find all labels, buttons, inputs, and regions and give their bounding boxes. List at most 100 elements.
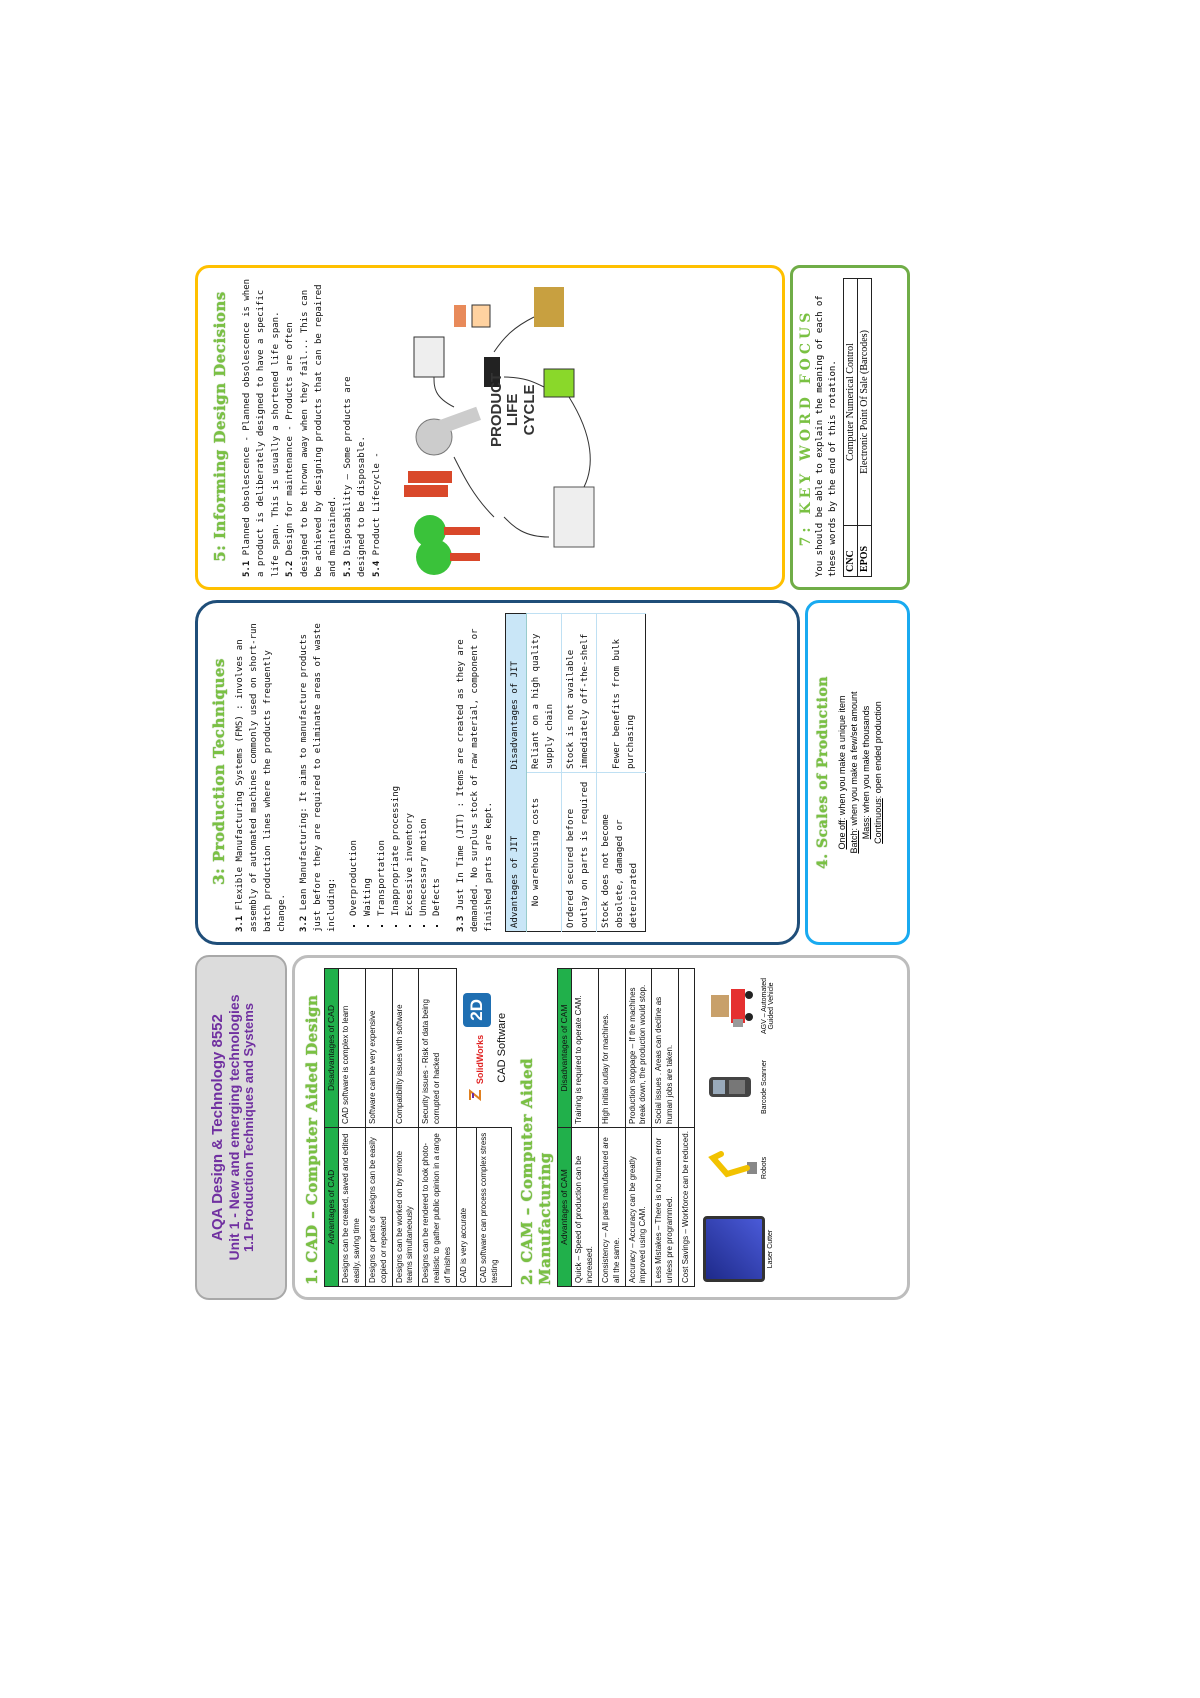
- jit-adv-cell: Ordered secured before outlay on parts i…: [561, 772, 597, 932]
- scales-title: 4. Scales of Production: [815, 676, 831, 869]
- list-item: Excessive inventory: [404, 613, 418, 916]
- robot-arm-icon: [703, 1148, 759, 1188]
- key-word-term: EPOS: [857, 525, 872, 577]
- table-row: CAD is very accurate SolidWorks 2D CAD S…: [456, 969, 508, 1287]
- cad-adv-cell: Designs can be created, saved and edited…: [338, 1127, 366, 1287]
- table-row: Less Mistakes – There is no human error …: [651, 968, 679, 1287]
- cam-section-title: 2. CAM – Computer Aided Manufacturing: [517, 1057, 554, 1285]
- table-row: CNC Computer Numerical Control: [843, 278, 858, 577]
- key-word-term: CNC: [843, 525, 858, 577]
- key-word-definition: Electronic Point Of Sale (Barcodes): [857, 278, 872, 526]
- list-item: Defects: [431, 613, 445, 916]
- scale-item-continuous: Continuous: open ended production: [873, 701, 884, 844]
- production-techniques-panel: 3: Production Techniques 3.1 Flexible Ma…: [195, 600, 800, 945]
- cam-adv-cell: Less Mistakes – There is no human error …: [651, 1127, 679, 1287]
- table-row: Designs can be created, saved and edited…: [338, 968, 366, 1287]
- topic-title: 1.1 Production Techniques and Systems: [241, 1003, 257, 1252]
- cad-adv-header: Advantages of CAD: [324, 1127, 339, 1287]
- table-row: EPOS Electronic Point Of Sale (Barcodes): [857, 278, 872, 577]
- table-row: Quick – Speed of production can be incre…: [571, 968, 599, 1287]
- knowledge-organiser-page: AQA Design & Technology 8552 Unit 1 - Ne…: [195, 265, 910, 1300]
- jit-disadv-cell: Fewer benefits from bulk purchasing: [596, 613, 646, 773]
- cam-disadv-cell: High initial outlay for machines.: [598, 968, 626, 1128]
- cad-cam-panel: 1. CAD – Computer Aided Design Advantage…: [292, 955, 910, 1300]
- jit-paragraph: 3.3 Just In Time (JIT) : Items are creat…: [456, 628, 495, 932]
- barcode-scanner-figure: Barcode Scanner: [703, 1049, 775, 1125]
- cad-disadv-header: Disadvantages of CAD: [324, 968, 339, 1128]
- agv-icon: [703, 981, 759, 1031]
- production-title: 3: Production Techniques: [210, 658, 228, 885]
- cad-disadv-cell: Compatibility issues with software: [392, 968, 419, 1128]
- table-row: Cost Savings – Workforce can be reduced.: [678, 968, 695, 1287]
- informing-design-decisions-panel: 5: Informing Design Decisions 5.1 Planne…: [195, 265, 785, 590]
- jit-adv-header: Advantages of JIT: [505, 772, 527, 932]
- table-row: Stock does not become obsolete, damaged …: [596, 613, 646, 932]
- cam-disadv-cell: Training is required to operate CAM.: [571, 968, 599, 1128]
- table-row: Designs can be worked on by remote teams…: [392, 968, 419, 1287]
- list-item: Transportation: [376, 613, 390, 916]
- cam-adv-cell: Accuracy – Accuracy can be greatly impro…: [625, 1127, 652, 1287]
- table-row: Accuracy – Accuracy can be greatly impro…: [625, 968, 652, 1287]
- title-box: AQA Design & Technology 8552 Unit 1 - Ne…: [195, 955, 287, 1300]
- table-row: No warehousing costs Reliant on a high q…: [526, 613, 562, 932]
- key-word-focus-panel: 7: KEY WORD FOCUS You should be able to …: [790, 265, 910, 590]
- jit-disadv-header: Disadvantages of JIT: [505, 613, 527, 773]
- cam-table: Advantages of CAM Disadvantages of CAM Q…: [557, 968, 695, 1287]
- list-item: Unnecessary motion: [418, 613, 432, 916]
- cam-machine-images: Laser Cutter Robots Barcode Scanner AGV …: [702, 968, 775, 1287]
- cam-adv-cell: Quick – Speed of production can be incre…: [571, 1127, 599, 1287]
- jit-disadv-cell: Stock is not available immediately off-t…: [561, 613, 597, 773]
- cam-adv-cell: Cost Savings – Workforce can be reduced.: [678, 1127, 695, 1287]
- key-word-title: 7: KEY WORD FOCUS: [798, 308, 814, 547]
- item-product-lifecycle: 5.4 Product Lifecycle -: [371, 452, 382, 577]
- table-row: Consistency – All parts manufactured are…: [598, 968, 626, 1287]
- list-item: Overproduction: [348, 613, 362, 916]
- course-title: AQA Design & Technology 8552: [209, 1014, 226, 1241]
- fms-paragraph: 3.1 Flexible Manufacturing Systems (FMS)…: [235, 623, 288, 932]
- cad-adv-cell: CAD software can process complex stress …: [476, 1127, 512, 1287]
- laser-cutter-icon: [702, 1216, 765, 1282]
- cad-adv-cell: Designs or parts of designs can be easil…: [365, 1127, 393, 1287]
- jit-table: Advantages of JIT Disadvantages of JIT N…: [505, 613, 646, 932]
- cad-software-caption: CAD Software: [495, 1012, 508, 1083]
- cad-adv-cell: Designs can be rendered to look photo-re…: [418, 1127, 457, 1287]
- scale-item-batch: Batch: when you make a few/set amount: [849, 691, 860, 854]
- item-planned-obsolescence: 5.1 Planned obsolescence - Planned obsol…: [242, 278, 281, 577]
- key-word-intro: You should be able to explain the meanin…: [815, 295, 839, 577]
- informing-title: 5: Informing Design Decisions: [211, 291, 229, 562]
- cad-disadv-cell: CAD software is complex to learn: [338, 968, 366, 1128]
- lifecycle-illustration-icon: [403, 287, 595, 575]
- item-disposability: 5.3 Disposability – Some products are de…: [342, 376, 368, 578]
- table-row: Designs or parts of designs can be easil…: [365, 968, 393, 1287]
- jit-disadv-cell: Reliant on a high quality supply chain: [526, 613, 562, 773]
- key-word-definition: Computer Numerical Control: [843, 278, 858, 526]
- product-lifecycle-diagram: PRODUCT LIFE CYCLE: [394, 278, 644, 577]
- solidworks-logo-icon: SolidWorks: [467, 1035, 486, 1103]
- list-item: Inappropriate processing: [390, 613, 404, 916]
- lean-paragraph: 3.2 Lean Manufacturing: It aims to manuf…: [299, 623, 337, 932]
- cad-adv-cell: Designs can be worked on by remote teams…: [392, 1127, 419, 1287]
- table-row: Ordered secured before outlay on parts i…: [561, 613, 597, 932]
- cad-software-logos: SolidWorks 2D CAD Software: [456, 969, 511, 1128]
- laser-cutter-figure: Laser Cutter: [702, 1211, 775, 1287]
- cad-adv-cell: CAD is very accurate: [456, 1127, 477, 1287]
- lifecycle-label: PRODUCT LIFE CYCLE: [487, 372, 538, 447]
- scale-item-one-off: One off: when you make a unique item: [836, 695, 847, 850]
- cam-disadv-cell: Production stoppage – If the machines br…: [625, 968, 652, 1128]
- cad-section-title: 1. CAD – Computer Aided Design: [303, 994, 321, 1285]
- jit-adv-cell: No warehousing costs: [526, 772, 562, 932]
- cam-adv-cell: Consistency – All parts manufactured are…: [598, 1127, 626, 1287]
- cam-disadv-header: Disadvantages of CAM: [557, 968, 572, 1128]
- robot-figure: Robots: [703, 1130, 775, 1206]
- cad-disadv-cell: Software can be very expensive: [365, 968, 393, 1128]
- 2d-design-logo-icon: 2D: [462, 992, 491, 1027]
- cam-disadv-cell: [678, 968, 695, 1128]
- unit-title: Unit 1 - New and emerging technologies: [226, 994, 243, 1261]
- list-item: Waiting: [362, 613, 376, 916]
- key-word-table: CNC Computer Numerical Control EPOS Elec…: [843, 278, 872, 577]
- agv-figure: AGV – Automated Guided Vehicle: [703, 968, 775, 1044]
- cam-disadv-cell: Social issues . Areas can decline as hum…: [651, 968, 679, 1128]
- scales-of-production-panel: 4. Scales of Production One off: when yo…: [805, 600, 910, 945]
- cad-table: Advantages of CAD Disadvantages of CAD D…: [324, 968, 512, 1287]
- cam-adv-header: Advantages of CAM: [557, 1127, 572, 1287]
